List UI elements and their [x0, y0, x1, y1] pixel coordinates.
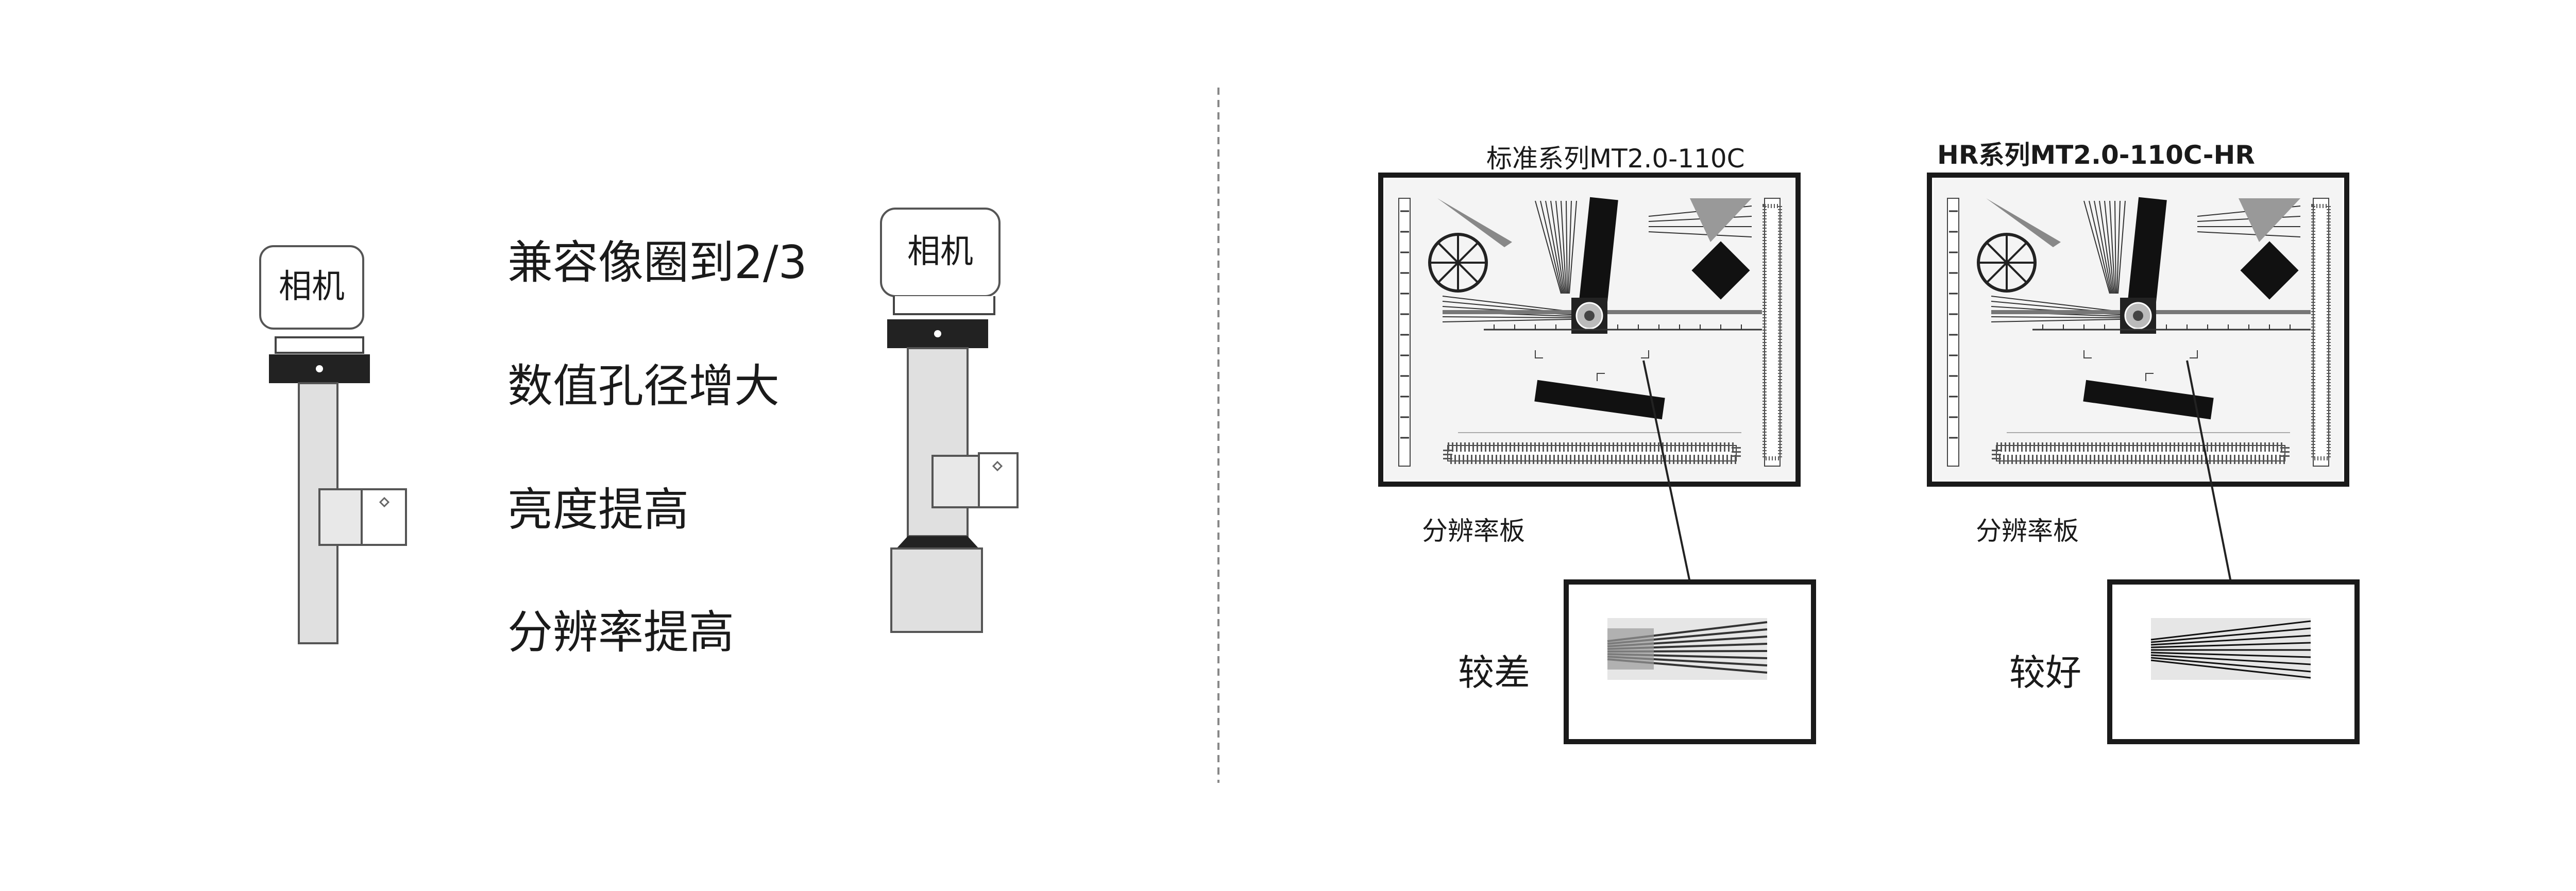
- camera-mount-top: [893, 296, 995, 315]
- feature-item-brightness: 亮度提高: [507, 483, 689, 536]
- mount-dot: [316, 365, 323, 372]
- front-lens-taper: [896, 536, 979, 549]
- camera-label: 相机: [907, 233, 973, 271]
- magnified-lines-icon: [1606, 617, 1768, 681]
- magnify-pointer-standard: [1642, 360, 1691, 582]
- camera-label: 相机: [279, 268, 345, 306]
- side-port-cap: [978, 452, 1019, 508]
- magnify-pointer-hr: [2186, 360, 2232, 582]
- chart-title-hr: HR系列MT2.0-110C-HR: [1937, 140, 2255, 170]
- mount-dot: [934, 330, 941, 337]
- feature-item-aperture: 数值孔径增大: [507, 359, 779, 413]
- feature-item-image-circle: 兼容像圈到2/3: [507, 236, 807, 289]
- comparison-hr: HR系列MT2.0-110C-HR 分辨率板 较好: [1927, 140, 2360, 744]
- side-port: [318, 488, 363, 546]
- comparison-standard: 标准系列MT2.0-110C 分辨率板 较差: [1378, 144, 1816, 744]
- result-label-standard: 较差: [1458, 652, 1530, 694]
- camera-icon: [259, 245, 364, 330]
- board-label-hr: 分辨率板: [1976, 516, 2079, 546]
- lens-assembly-hr: 相机: [880, 208, 1019, 633]
- resolution-target-icon: [1378, 173, 1801, 487]
- side-port-mark: [379, 496, 390, 508]
- side-port: [931, 455, 980, 508]
- left-panel: 相机 兼容像圈到2/3 数值孔径增大 亮度提高 分辨率提高 相机: [259, 208, 1019, 659]
- board-label-standard: 分辨率板: [1422, 516, 1525, 546]
- side-port-mark: [992, 460, 1003, 472]
- chart-title-standard: 标准系列MT2.0-110C: [1486, 144, 1745, 174]
- result-label-hr: 较好: [2009, 652, 2081, 694]
- feature-list: 兼容像圈到2/3 数值孔径增大 亮度提高 分辨率提高: [507, 236, 807, 659]
- lens-assembly-standard: 相机: [259, 245, 407, 644]
- magnified-lines-icon: [2150, 617, 2312, 681]
- front-lens-body: [890, 547, 983, 633]
- camera-mount-top: [275, 336, 364, 354]
- resolution-target-icon: [1927, 173, 2349, 487]
- feature-item-resolution: 分辨率提高: [507, 606, 734, 659]
